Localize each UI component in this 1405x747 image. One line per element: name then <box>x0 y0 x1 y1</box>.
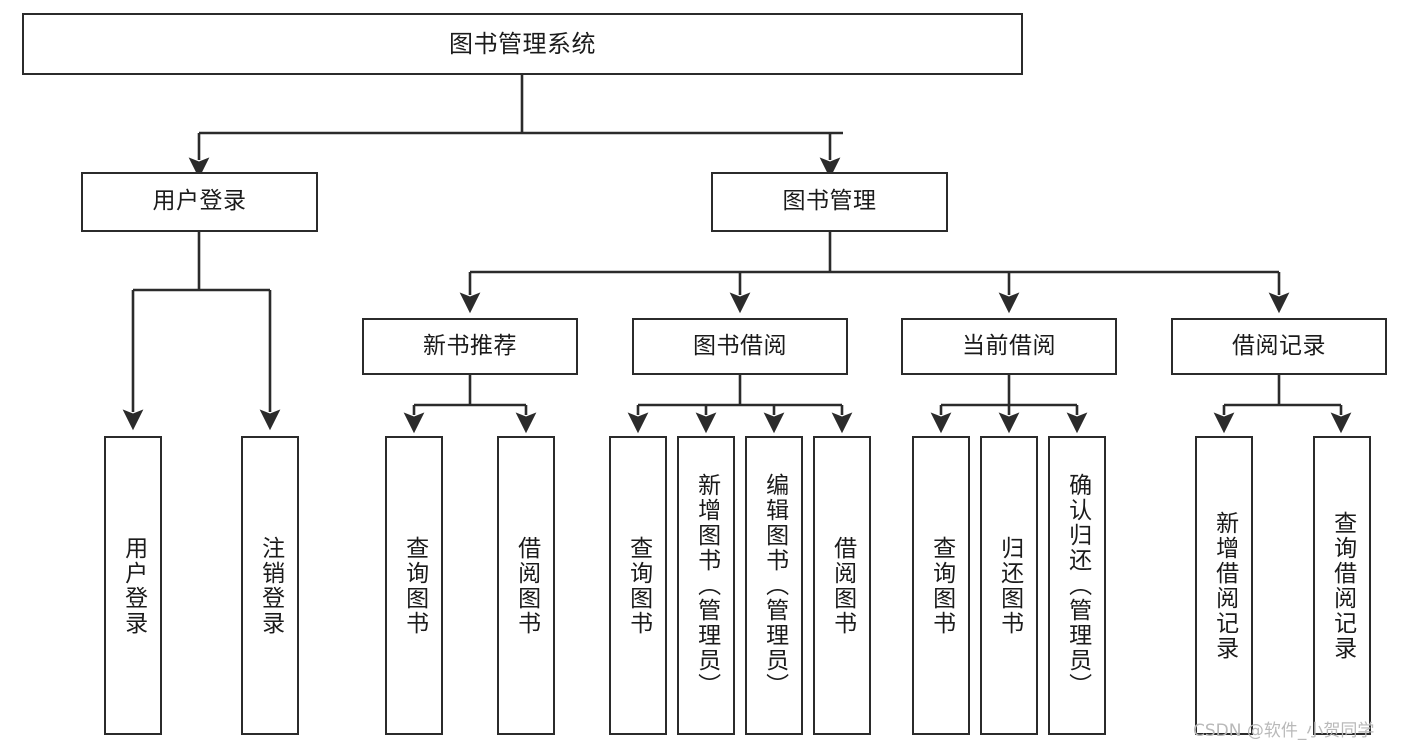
node-leaf-edit-book-label: 编辑图书（管理员） <box>761 473 788 698</box>
node-book-borrow-label: 图书借阅 <box>693 332 787 359</box>
node-leaf-borrow-book-1[interactable]: 借阅图书 <box>497 436 555 735</box>
node-leaf-borrow-book-2-label: 借阅图书 <box>829 535 856 636</box>
node-user-login[interactable]: 用户登录 <box>81 172 318 232</box>
node-leaf-logout-label: 注销登录 <box>257 535 284 636</box>
node-leaf-confirm-return[interactable]: 确认归还（管理员） <box>1048 436 1106 735</box>
node-leaf-add-record-label: 新增借阅记录 <box>1211 510 1238 661</box>
node-new-book-recommend[interactable]: 新书推荐 <box>362 318 578 375</box>
node-leaf-borrow-book-1-label: 借阅图书 <box>513 535 540 636</box>
node-leaf-add-book-label: 新增图书（管理员） <box>693 473 720 698</box>
node-leaf-user-login-label: 用户登录 <box>120 535 147 636</box>
node-leaf-query-book-1-label: 查询图书 <box>401 535 428 636</box>
node-borrow-record[interactable]: 借阅记录 <box>1171 318 1387 375</box>
node-leaf-user-login[interactable]: 用户登录 <box>104 436 162 735</box>
node-leaf-logout[interactable]: 注销登录 <box>241 436 299 735</box>
node-leaf-query-book-3[interactable]: 查询图书 <box>912 436 970 735</box>
node-leaf-query-book-2[interactable]: 查询图书 <box>609 436 667 735</box>
node-new-book-recommend-label: 新书推荐 <box>423 332 517 359</box>
node-root-label: 图书管理系统 <box>449 29 596 58</box>
node-leaf-borrow-book-2[interactable]: 借阅图书 <box>813 436 871 735</box>
node-leaf-query-book-1[interactable]: 查询图书 <box>385 436 443 735</box>
node-current-borrow-label: 当前借阅 <box>962 332 1056 359</box>
node-leaf-confirm-return-label: 确认归还（管理员） <box>1064 473 1091 698</box>
node-root[interactable]: 图书管理系统 <box>22 13 1023 75</box>
node-current-borrow[interactable]: 当前借阅 <box>901 318 1117 375</box>
node-book-manage-label: 图书管理 <box>782 188 877 215</box>
csdn-watermark-text: CSDN @软件_小贺同学 <box>1193 721 1375 741</box>
csdn-watermark: CSDN @软件_小贺同学 <box>1193 716 1374 741</box>
node-borrow-record-label: 借阅记录 <box>1232 332 1326 359</box>
node-leaf-query-book-3-label: 查询图书 <box>928 535 955 636</box>
node-leaf-return-book[interactable]: 归还图书 <box>980 436 1038 735</box>
node-book-manage[interactable]: 图书管理 <box>711 172 948 232</box>
node-leaf-query-book-2-label: 查询图书 <box>625 535 652 636</box>
node-leaf-return-book-label: 归还图书 <box>996 535 1023 636</box>
node-leaf-query-record[interactable]: 查询借阅记录 <box>1313 436 1371 735</box>
node-leaf-query-record-label: 查询借阅记录 <box>1329 510 1356 661</box>
node-leaf-add-book[interactable]: 新增图书（管理员） <box>677 436 735 735</box>
node-leaf-add-record[interactable]: 新增借阅记录 <box>1195 436 1253 735</box>
node-book-borrow[interactable]: 图书借阅 <box>632 318 848 375</box>
node-leaf-edit-book[interactable]: 编辑图书（管理员） <box>745 436 803 735</box>
node-user-login-label: 用户登录 <box>152 188 247 215</box>
